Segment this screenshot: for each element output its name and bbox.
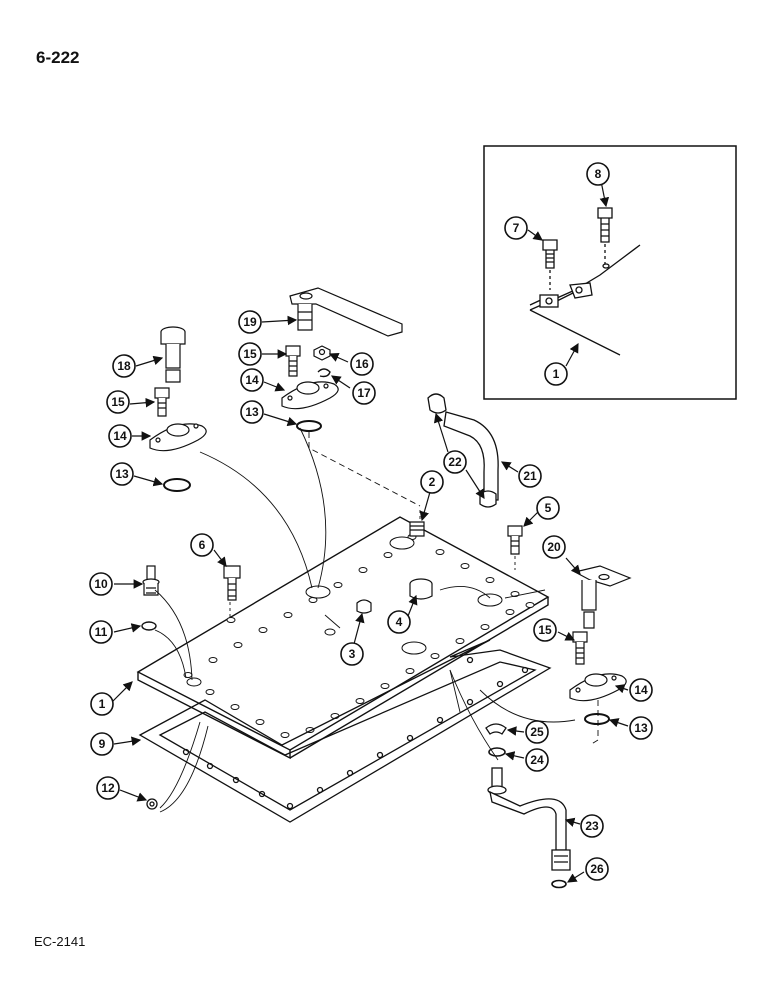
breather-10 <box>142 565 160 596</box>
callout-label: 12 <box>101 781 115 795</box>
callout-26: 26 <box>585 857 609 881</box>
flange-14-upper <box>281 381 339 410</box>
callout-label: 20 <box>547 540 561 554</box>
callout-13-left: 13 <box>110 462 134 486</box>
o-ring-13-right <box>584 713 610 725</box>
callout-11: 11 <box>89 620 113 644</box>
callout-label: 25 <box>530 725 544 739</box>
bolt-5 <box>507 525 523 555</box>
callout-label: 4 <box>396 615 403 629</box>
callout-label: 6 <box>199 538 206 552</box>
washer-11 <box>141 621 157 631</box>
pipe-23 <box>487 767 571 871</box>
callout-24: 24 <box>525 748 549 772</box>
callout-5: 5 <box>536 496 560 520</box>
callout-label: 14 <box>245 373 259 387</box>
callout-label: 15 <box>243 347 257 361</box>
bracket-20 <box>573 565 632 629</box>
bolt-15-upper <box>285 345 301 377</box>
callout-label: 22 <box>448 455 462 469</box>
callout-23: 23 <box>580 814 604 838</box>
callout-label: 11 <box>95 625 108 639</box>
callout-label: 9 <box>99 737 106 751</box>
callout-label: 21 <box>523 469 537 483</box>
callout-18: 18 <box>112 354 136 378</box>
callout-label: 1 <box>553 367 560 381</box>
bolt-15-left <box>154 387 170 417</box>
callout-6: 6 <box>190 533 214 557</box>
callout-15-upper: 15 <box>238 342 262 366</box>
callout-1-inset: 1 <box>544 362 568 386</box>
o-ring-13-left <box>163 478 191 492</box>
callout-label: 19 <box>243 315 257 329</box>
nut-16 <box>313 345 331 361</box>
callout-label: 16 <box>355 357 369 371</box>
callout-19: 19 <box>238 310 262 334</box>
callout-1-main: 1 <box>90 692 114 716</box>
callout-label: 5 <box>545 501 552 515</box>
callout-label: 8 <box>595 167 602 181</box>
callout-21: 21 <box>518 464 542 488</box>
callout-label: 13 <box>115 467 129 481</box>
flange-14-left <box>149 423 207 452</box>
callout-label: 1 <box>99 697 106 711</box>
callout-label: 13 <box>634 721 648 735</box>
callout-17: 17 <box>352 381 376 405</box>
callout-16: 16 <box>350 352 374 376</box>
callout-label: 26 <box>590 862 604 876</box>
inset-frame <box>483 145 737 400</box>
callout-14-left: 14 <box>108 424 132 448</box>
callout-label: 14 <box>634 683 648 697</box>
ring-17 <box>317 368 331 378</box>
callout-label: 23 <box>585 819 599 833</box>
callout-25: 25 <box>525 720 549 744</box>
washer-24 <box>488 747 506 757</box>
callout-label: 15 <box>111 395 125 409</box>
washer-26 <box>551 879 567 889</box>
leader-lines <box>111 175 629 883</box>
callout-label: 14 <box>113 429 127 443</box>
callout-label: 18 <box>117 359 131 373</box>
callout-label: 24 <box>530 753 544 767</box>
callout-4: 4 <box>387 610 411 634</box>
bolt-6 <box>223 565 241 601</box>
clip-25 <box>485 723 507 735</box>
callout-7: 7 <box>504 216 528 240</box>
callout-label: 13 <box>245 405 259 419</box>
callout-10: 10 <box>89 572 113 596</box>
figure-reference: EC-2141 <box>34 934 86 949</box>
callout-label: 10 <box>94 577 108 591</box>
bolt-15-right <box>572 631 588 665</box>
callout-label: 2 <box>429 475 436 489</box>
callout-label: 17 <box>357 386 371 400</box>
inset-detail <box>529 207 641 356</box>
callout-label: 7 <box>513 221 520 235</box>
bracket-19 <box>289 287 403 337</box>
gasket <box>138 639 552 823</box>
callout-22: 22 <box>443 450 467 474</box>
callout-15-left: 15 <box>106 390 130 414</box>
cover-plate <box>136 516 550 760</box>
callout-12: 12 <box>96 776 120 800</box>
callout-3: 3 <box>340 642 364 666</box>
clip-12 <box>146 798 158 810</box>
callout-label: 15 <box>538 623 552 637</box>
pin-18 <box>160 326 186 383</box>
callout-14-upper: 14 <box>240 368 264 392</box>
flange-14-right <box>569 673 627 702</box>
callout-13-upper: 13 <box>240 400 264 424</box>
callout-2: 2 <box>420 470 444 494</box>
callout-label: 3 <box>349 647 356 661</box>
callout-13-right: 13 <box>629 716 653 740</box>
assembly-lines <box>154 427 599 813</box>
callout-15-right: 15 <box>533 618 557 642</box>
page-number: 6-222 <box>36 48 80 67</box>
callout-8: 8 <box>586 162 610 186</box>
callout-9: 9 <box>90 732 114 756</box>
callout-14-right: 14 <box>629 678 653 702</box>
callout-20: 20 <box>542 535 566 559</box>
